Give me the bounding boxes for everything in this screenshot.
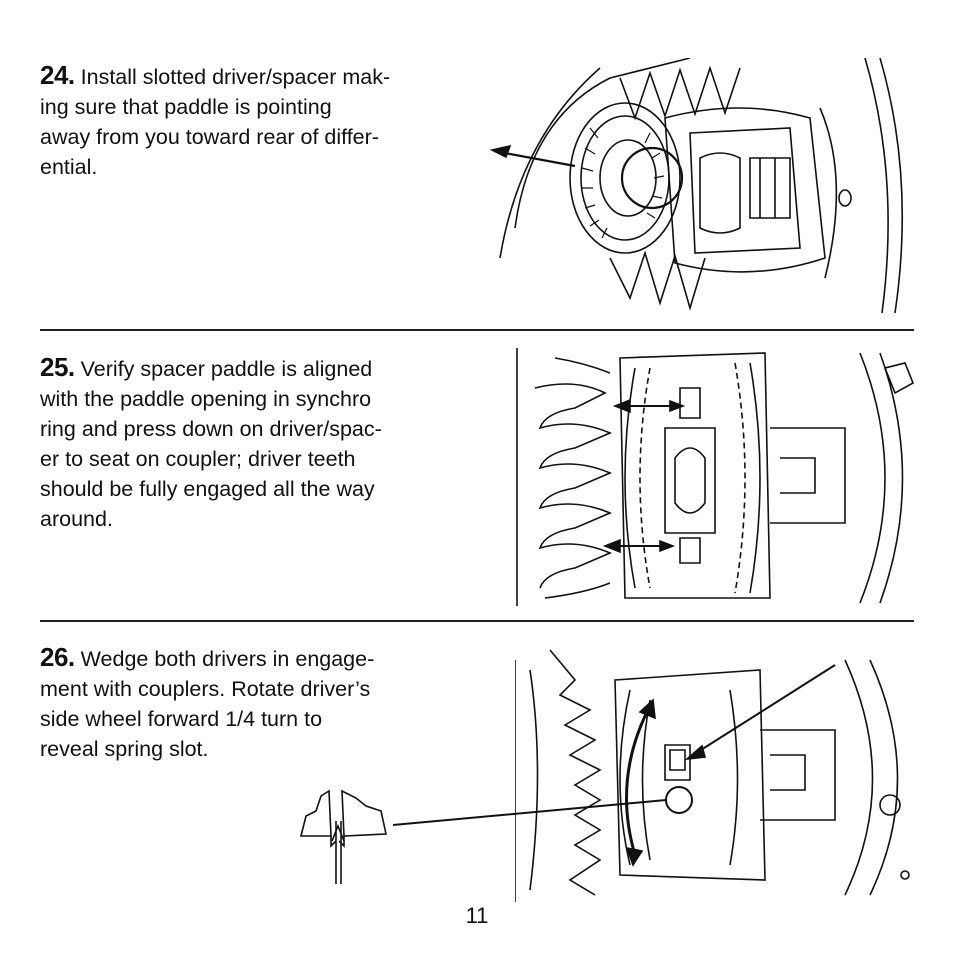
step-text-line: side wheel forward 1/4 turn to	[40, 707, 323, 731]
step-text-line: Install slotted driver/spacer mak-	[80, 65, 391, 89]
step-24-instruction: 24. Install slotted driver/spacer mak- i…	[40, 60, 440, 182]
ring-gear-teeth	[515, 650, 600, 902]
callout-leader-line	[390, 795, 670, 830]
step-25-instruction: 25. Verify spacer paddle is aligned with…	[40, 352, 440, 534]
ring-gear-teeth	[535, 358, 610, 598]
pointer-arrow-icon	[492, 146, 575, 166]
rotation-arrow-icon	[627, 700, 655, 865]
step-26-spring-slot-detail	[296, 786, 396, 884]
step-text-line: around.	[40, 507, 113, 531]
step-26-instruction: 26. Wedge both drivers in engage- ment w…	[40, 642, 440, 764]
pointer-arrow-icon	[605, 540, 673, 552]
pointer-arrow-icon	[687, 665, 835, 759]
step-text-line: Verify spacer paddle is aligned	[80, 357, 373, 381]
step-text-line: ential.	[40, 155, 98, 179]
page-number: 11	[465, 903, 489, 928]
step-number: 24.	[40, 60, 75, 90]
step-25-illustration	[515, 348, 915, 606]
step-text-line: with the paddle opening in synchro	[40, 387, 372, 411]
step-text-line: Wedge both drivers in engage-	[80, 647, 375, 671]
ring-gear-teeth-top	[620, 68, 740, 118]
step-26-illustration	[515, 640, 915, 902]
step-text-line: ing sure that paddle is pointing	[40, 95, 332, 119]
step-text-line: er to seat on coupler; driver teeth	[40, 447, 356, 471]
step-text-line: should be fully engaged all the way	[40, 477, 375, 501]
callout-circle	[622, 148, 682, 208]
step-number: 26.	[40, 642, 75, 672]
step-24-illustration	[490, 58, 915, 313]
step-number: 25.	[40, 352, 75, 382]
section-divider	[40, 620, 914, 622]
section-divider	[40, 329, 914, 331]
ring-gear-teeth-bottom	[610, 253, 705, 308]
step-text-line: ring and press down on driver/spac-	[40, 417, 382, 441]
step-text-line: ment with couplers. Rotate driver’s	[40, 677, 371, 701]
step-text-line: reveal spring slot.	[40, 737, 209, 761]
step-text-line: away from you toward rear of differ-	[40, 125, 379, 149]
pointer-arrow-icon	[615, 400, 683, 412]
